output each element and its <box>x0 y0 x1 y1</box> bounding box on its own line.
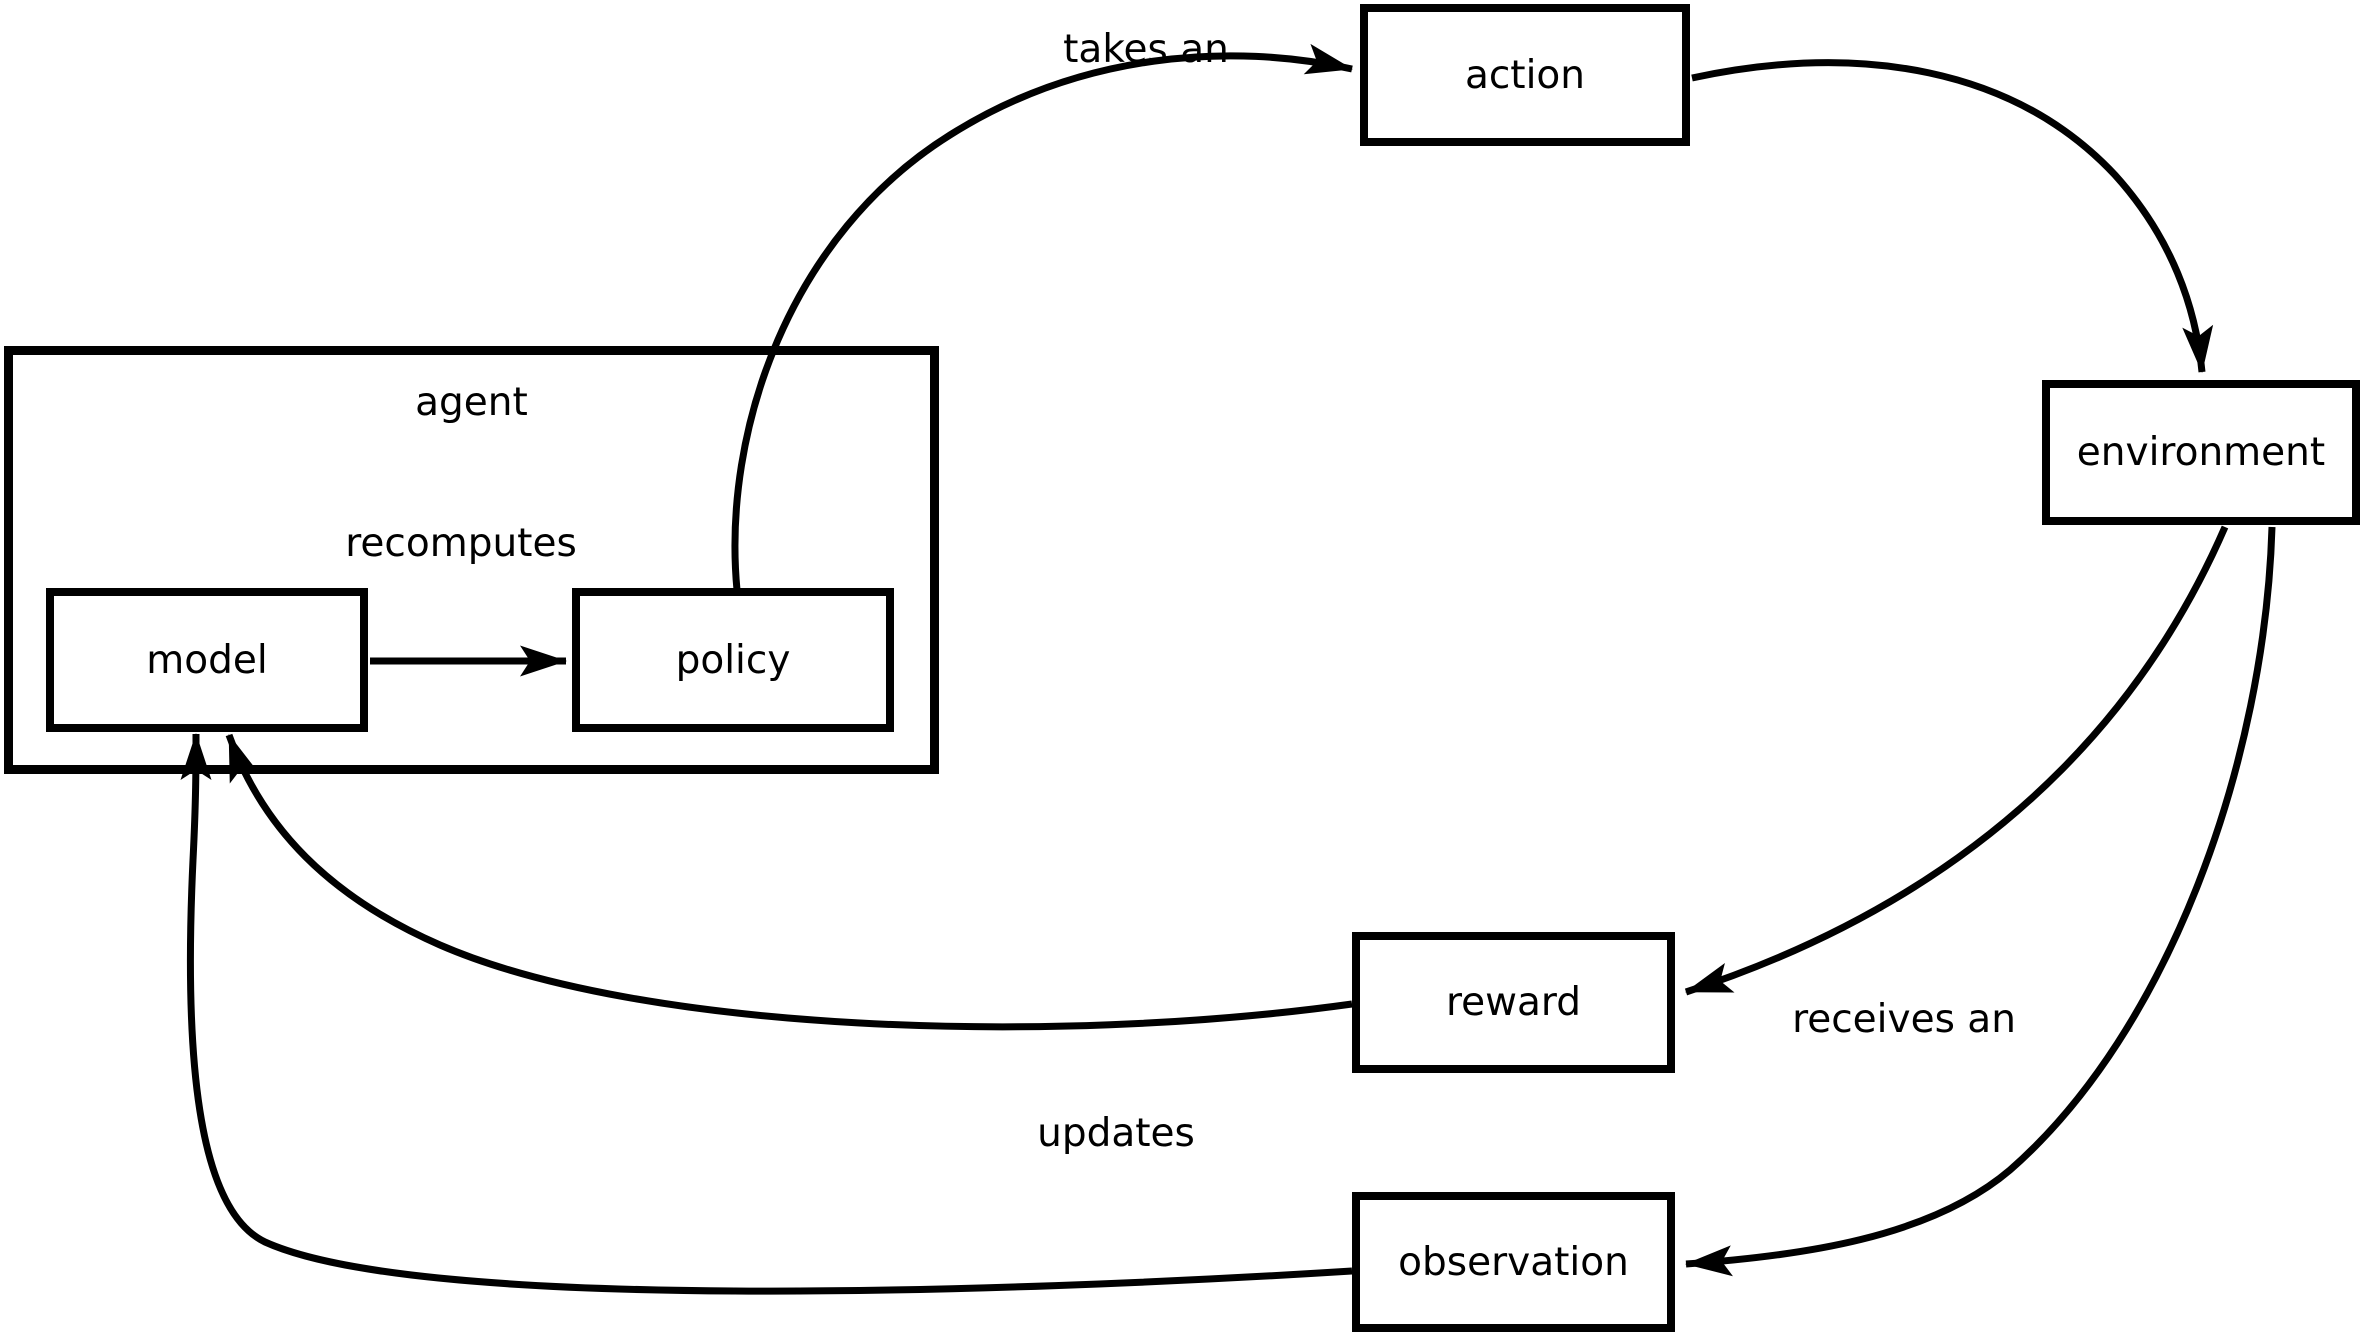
edge-label-recomputes: recomputes <box>345 521 577 566</box>
node-agent-label: agent <box>415 380 528 425</box>
node-reward: reward <box>1352 932 1675 1073</box>
edge-label-takes-an: takes an <box>1063 27 1229 72</box>
node-observation-label: observation <box>1398 1239 1629 1285</box>
node-agent: agent <box>4 346 939 774</box>
edge-policy-action <box>731 43 1353 591</box>
node-reward-label: reward <box>1445 980 1582 1025</box>
edge-environment-reward <box>1684 525 2229 996</box>
node-action-label: action <box>1464 52 1586 98</box>
edge-label-updates: updates <box>1037 1111 1195 1156</box>
node-policy-label: policy <box>675 637 791 683</box>
edge-observation-model <box>180 733 1353 1295</box>
edge-action-environment <box>1691 59 2214 373</box>
node-environment-label: environment <box>2076 430 2326 475</box>
edge-reward-model <box>225 733 1353 1031</box>
node-observation: observation <box>1352 1192 1675 1332</box>
node-action: action <box>1360 4 1690 146</box>
node-model: model <box>46 588 368 732</box>
node-environment: environment <box>2042 380 2360 525</box>
node-policy: policy <box>572 588 894 732</box>
edge-label-receives-an: receives an <box>1792 997 2016 1042</box>
node-model-label: model <box>146 637 268 683</box>
edge-environment-observation <box>1685 526 2276 1277</box>
